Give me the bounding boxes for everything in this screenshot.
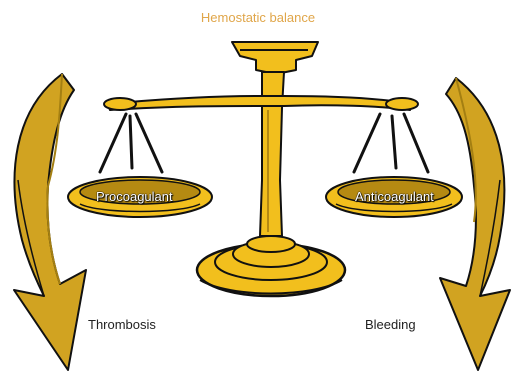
thrombosis-label: Thrombosis	[88, 318, 156, 331]
right-curved-arrow-icon	[440, 78, 510, 370]
procoagulant-label: Procoagulant	[96, 190, 173, 203]
bleeding-label: Bleeding	[365, 318, 416, 331]
balance-scale-icon	[68, 42, 462, 296]
left-curved-arrow-icon	[14, 74, 86, 370]
anticoagulant-label: Anticoagulant	[355, 190, 434, 203]
diagram-title: Hemostatic balance	[0, 11, 516, 24]
